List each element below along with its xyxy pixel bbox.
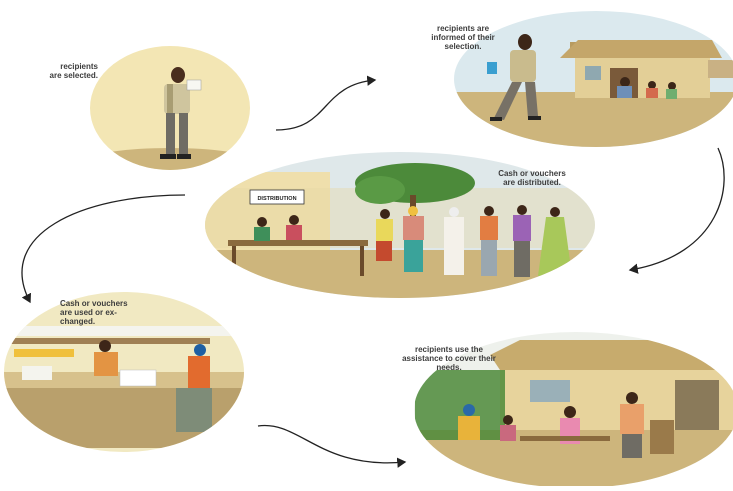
caption-distribution: Cash or vouchers are distributed.: [498, 169, 566, 187]
scene-exchange: [4, 292, 244, 452]
caption-exchange: Cash or vouchers are used or ex- changed…: [60, 299, 128, 326]
caption-informed: recipients are informed of their selecti…: [431, 24, 495, 51]
arrow-exchange-to-needs: [257, 424, 407, 468]
caption-needs: recipients use the assistance to cover t…: [402, 345, 496, 372]
messenger-figure: [487, 34, 541, 121]
scene-distribution: DISTRIBUTION: [205, 152, 595, 298]
flow-arrows: [21, 75, 725, 468]
arrow-selection-to-informed: [275, 75, 377, 131]
surveyor-figure: [160, 67, 202, 159]
arrow-distribution-to-exchange: [21, 194, 186, 304]
caption-selection: recipients are selected.: [49, 62, 98, 80]
queue-people: [376, 205, 572, 277]
scene-selection: [90, 46, 250, 170]
arrow-informed-to-distribution: [628, 147, 725, 274]
distribution-sign-text: DISTRIBUTION: [257, 196, 296, 202]
